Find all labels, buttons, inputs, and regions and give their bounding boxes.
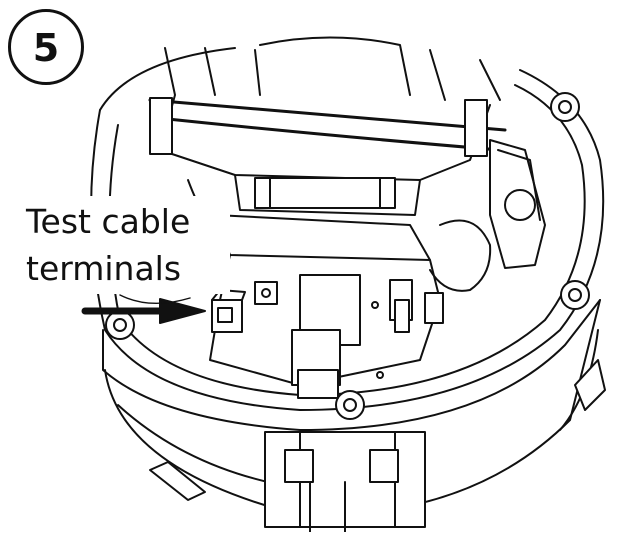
step-number: 5 <box>32 26 60 70</box>
camera-yoke <box>148 36 507 216</box>
dome-base <box>104 299 606 533</box>
test-cable-terminals <box>211 289 246 333</box>
step-number-badge: 5 <box>8 9 84 85</box>
circuit-board <box>209 214 444 399</box>
pointer-arrow <box>81 298 206 324</box>
callout-label: Test cable terminals <box>22 196 230 294</box>
callout-line-2: terminals <box>26 249 182 288</box>
side-bracket <box>429 139 546 292</box>
rim-screws <box>105 92 590 420</box>
callout-line-1: Test cable <box>26 202 191 241</box>
